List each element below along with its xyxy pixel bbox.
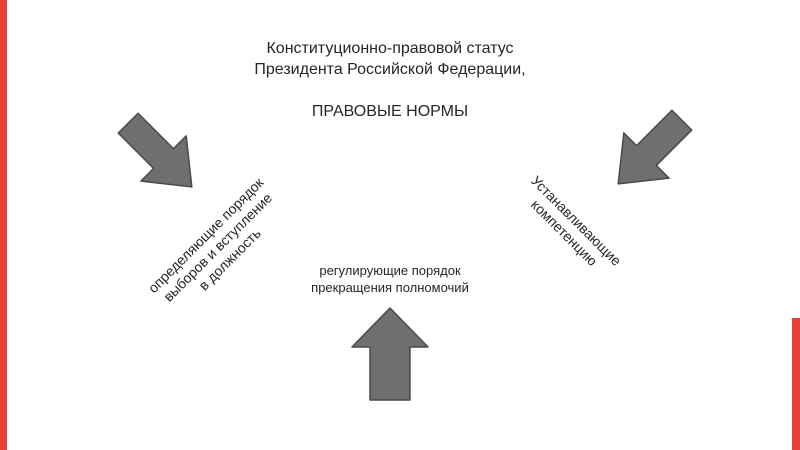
arrow-up-icon [351,307,429,401]
branch-bottom-line-2: прекращения полномочий [311,280,469,295]
branch-bottom-text: регулирующие порядок прекращения полномо… [260,262,520,296]
arrow-down-left-icon [617,109,693,185]
title-line-3: ПРАВОВЫЕ НОРМЫ [311,103,469,120]
branch-bottom-line-1: регулирующие порядок [319,263,461,278]
title-line-1: Конституционно-правовой статус [266,40,514,57]
accent-bar-left [0,0,7,450]
title-line-2: Президента Российской Федерации, [254,61,526,78]
arrow-down-right-icon [117,112,193,188]
slide-title: Конституционно-правовой статус Президент… [150,38,630,122]
accent-bar-right [792,318,800,450]
